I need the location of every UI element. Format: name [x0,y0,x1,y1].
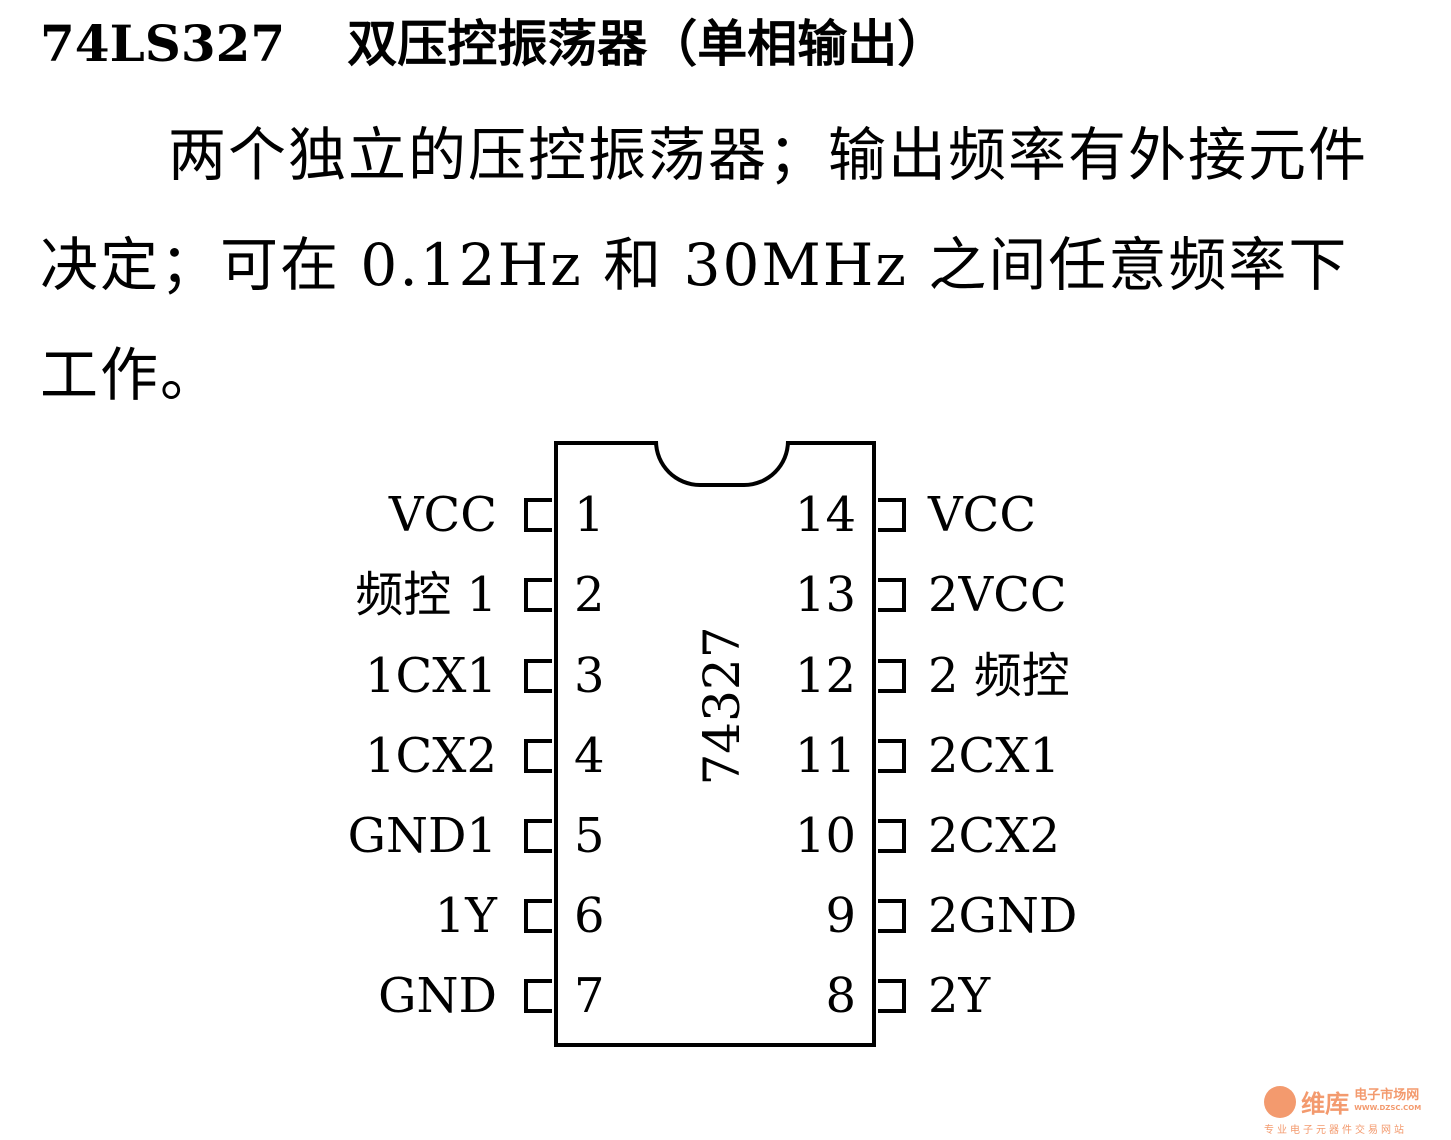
pin-right [878,979,906,1013]
pin-number-left: 3 [574,648,605,704]
pin-left [524,659,552,693]
pin-label-right: 2CX1 [928,728,1060,784]
watermark-brand: 维库 [1301,1090,1350,1118]
pin-right [878,819,906,853]
pin-number-right: 14 [794,487,856,543]
pin-right [878,498,906,532]
pin-number-left: 1 [574,487,605,543]
pin-label-right: 2VCC [928,567,1067,623]
description: 两个独立的压控振荡器；输出频率有外接元件决定；可在 0.12Hz 和 30MHz… [40,121,1369,409]
watermark-logo-icon [1264,1085,1296,1118]
pin-label-left: 频控 1 [355,567,497,623]
pin-number-left: 6 [574,888,605,944]
pin-label-right: 2Y [928,968,991,1024]
pin-left [524,739,552,773]
pin-left [524,819,552,853]
pin-number-left: 5 [574,808,605,864]
page-title: 74LS327 双压控振荡器（单相输出） [40,4,947,76]
pin-number-left: 7 [574,968,605,1024]
pin-number-left: 4 [574,728,605,784]
pin-number-right: 10 [794,808,856,864]
pin-right [878,899,906,933]
pin-label-right: 2CX2 [928,808,1060,864]
pin-left [524,979,552,1013]
pin-label-right: 2GND [928,888,1078,944]
pin-label-left: 1CX2 [365,728,497,784]
pin-label-left: VCC [388,487,497,543]
pin-right [878,739,906,773]
chip-label: 74327 [693,626,751,786]
pin-right [878,578,906,612]
pin-label-left: 1CX1 [365,648,497,704]
pin-left [524,498,552,532]
pin-number-left: 2 [574,567,605,623]
pin-label-left: GND1 [347,808,497,864]
pin-number-right: 11 [794,728,856,784]
part-number: 74LS327 [40,14,286,73]
pin-label-left: GND [378,968,497,1024]
pin-label-right: 2 频控 [928,648,1070,704]
watermark-site: 电子市场网 [1354,1087,1420,1103]
watermark-url: WWW.DZSC.COM [1354,1103,1422,1112]
pin-number-right: 8 [825,968,856,1024]
pin-left [524,899,552,933]
pin-label-right: VCC [928,487,1037,543]
pin-label-left: 1Y [434,888,497,944]
pin-number-right: 12 [794,648,856,704]
pin-number-right: 9 [825,888,856,944]
pin-left [524,578,552,612]
part-name: 双压控振荡器（单相输出） [347,14,948,73]
pin-right [878,659,906,693]
watermark-tagline: 专业电子元器件交易网站 [1264,1125,1407,1136]
pin-number-right: 13 [794,567,856,623]
